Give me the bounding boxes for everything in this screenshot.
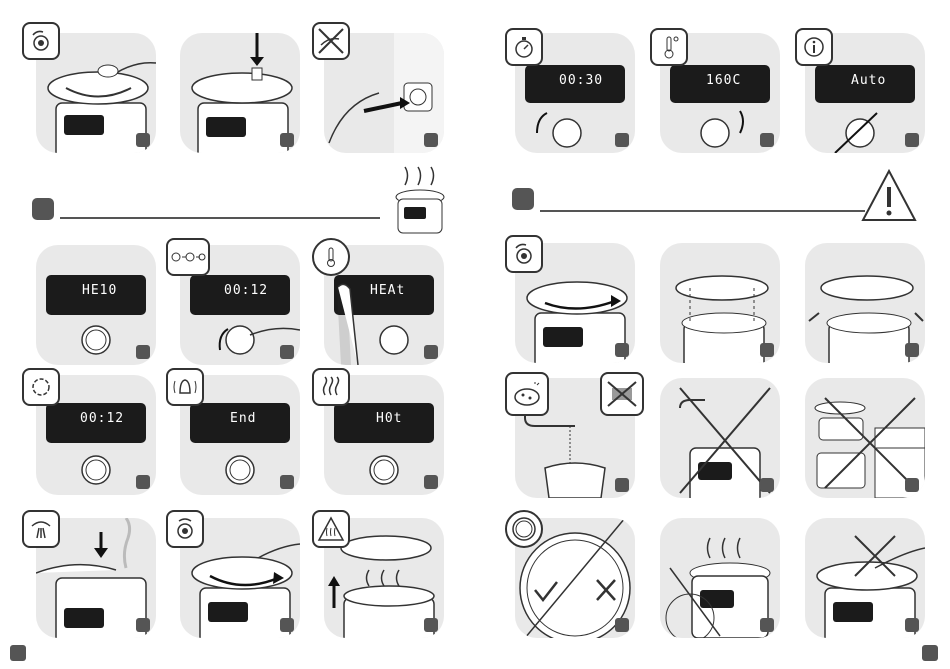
step-number [136, 133, 150, 147]
alarm-bell-icon [166, 368, 204, 406]
lid-unlock-icon [166, 510, 204, 548]
gasket-icon [505, 510, 543, 548]
step-number [280, 133, 294, 147]
lid-lock-icon [22, 22, 60, 60]
warning-icon [860, 168, 918, 224]
steaming-cooker-icon [390, 165, 450, 240]
section-divider [540, 210, 865, 212]
section-marker [32, 198, 54, 220]
step-number [424, 475, 438, 489]
thermometer-icon [312, 238, 350, 276]
lid-unlock-icon [505, 235, 543, 273]
step-panel-no-dishwasher [805, 378, 925, 498]
step-number [424, 618, 438, 632]
page-corner-marker [10, 645, 26, 661]
step-number [905, 478, 919, 492]
step-number [136, 345, 150, 359]
step-panel-program-select: HE10 [36, 245, 156, 365]
section-divider [60, 217, 380, 219]
no-scouring-pad-icon [600, 372, 644, 416]
no-unplug-icon [312, 22, 350, 60]
step-panel-remove-lid [805, 243, 925, 363]
sponge-icon [505, 372, 549, 416]
step-number [615, 343, 629, 357]
section-marker [512, 188, 534, 210]
step-number [136, 618, 150, 632]
step-panel-lift-lid-vertical [660, 243, 780, 363]
step-number [760, 133, 774, 147]
step-panel-no-water-on-base [660, 378, 780, 498]
cooking-cycle-icon [22, 368, 60, 406]
step-number [280, 475, 294, 489]
page-corner-marker [922, 645, 938, 661]
step-number [905, 133, 919, 147]
info-icon [795, 28, 833, 66]
step-panel-no-steam-contact [660, 518, 780, 638]
thermometer-icon [650, 28, 688, 66]
pressure-release-icon [22, 510, 60, 548]
step-number [615, 618, 629, 632]
step-number [905, 618, 919, 632]
stopwatch-icon [505, 28, 543, 66]
program-sequence-icon [166, 238, 210, 276]
step-number [424, 133, 438, 147]
step-panel-valve [180, 33, 300, 153]
step-number [424, 345, 438, 359]
step-number [905, 343, 919, 357]
step-number [760, 478, 774, 492]
step-number [280, 345, 294, 359]
step-number [280, 618, 294, 632]
step-number [760, 618, 774, 632]
hot-surface-icon [312, 510, 350, 548]
step-number [760, 343, 774, 357]
heat-waves-icon [312, 368, 350, 406]
step-number [615, 478, 629, 492]
step-panel-no-touch-valve [805, 518, 925, 638]
step-number [136, 475, 150, 489]
step-number [615, 133, 629, 147]
